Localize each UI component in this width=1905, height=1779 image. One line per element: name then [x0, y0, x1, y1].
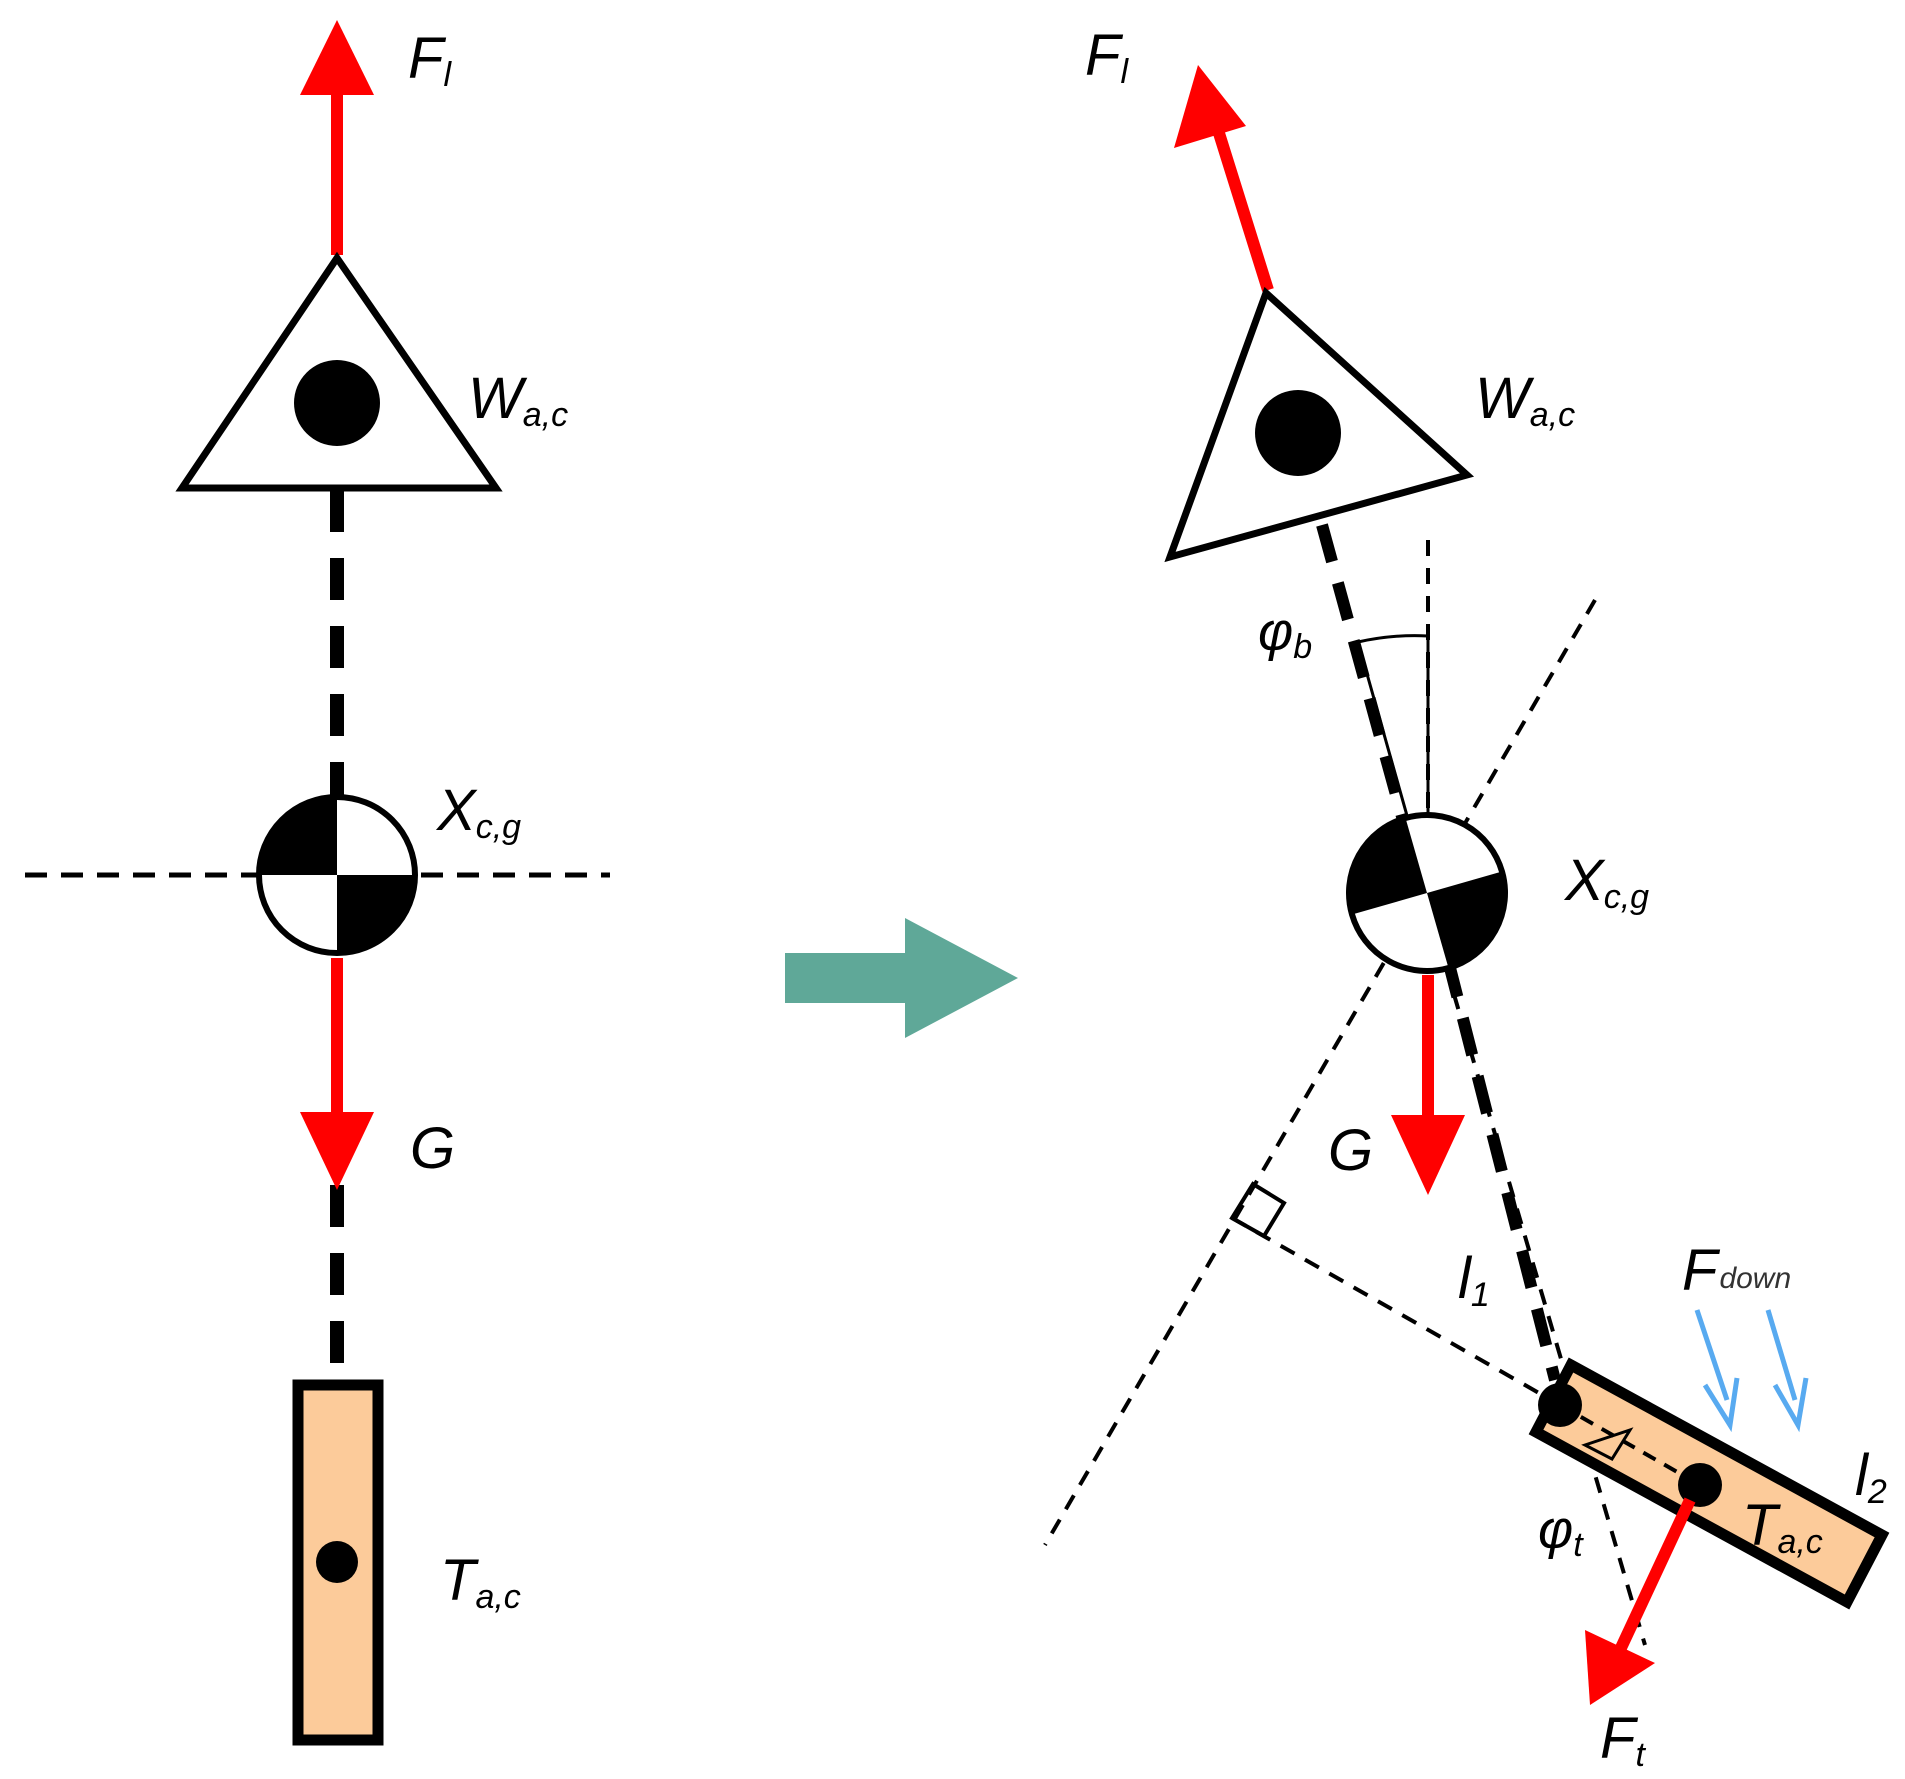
left-gravity-label: G: [410, 1116, 455, 1181]
right-tail-ac-dot: [1678, 1463, 1722, 1507]
right-tail-chord-line: [1559, 1403, 1701, 1487]
phi-b-label: φb: [1258, 602, 1312, 666]
left-gravity-arrowhead: [300, 1112, 374, 1190]
left-cg-icon: [256, 794, 418, 956]
transition-arrow-icon: [785, 918, 1018, 1038]
left-panel: Fl Wa,c Xc,g G Ta,c: [25, 20, 610, 1746]
left-wing-dot: [294, 360, 380, 446]
phi-t-label: φt: [1538, 1500, 1584, 1564]
right-tail-label: Ta,c: [1742, 1493, 1823, 1561]
left-lift-label: Fl: [408, 26, 452, 94]
left-tail-dot: [316, 1541, 358, 1583]
right-gravity-arrowhead: [1391, 1115, 1465, 1195]
right-panel: Fl Wa,c φb Xc,g G l1 Fdown l2 φt Ta,c Ft: [1043, 23, 1890, 1774]
right-wing-dot: [1255, 390, 1341, 476]
fdown-arrowhead-2: [1772, 1377, 1809, 1433]
thrust-arrowhead: [1585, 1630, 1655, 1705]
l2-label: l2: [1855, 1443, 1887, 1511]
fdown-arrow-2: [1765, 1309, 1798, 1401]
left-cg-label: Xc,g: [435, 778, 521, 846]
right-moment-arm-line: [1231, 1216, 1561, 1407]
left-lift-arrowhead: [300, 20, 374, 95]
right-thrust-line: [1436, 939, 1647, 1646]
right-angle-marker: [1229, 1181, 1287, 1239]
l1-label: l1: [1458, 1246, 1490, 1314]
right-lift-arrowhead: [1174, 65, 1246, 148]
phi-b-angle-arc: [1356, 634, 1430, 891]
right-lift-label: Fl: [1085, 23, 1129, 91]
right-wing-label: Wa,c: [1475, 366, 1575, 434]
right-gravity-label: G: [1328, 1118, 1373, 1183]
right-lift-arrow: [1212, 128, 1274, 292]
thrust-arrow: [1614, 1497, 1696, 1653]
fdown-label: Fdown: [1682, 1238, 1791, 1303]
thrust-label: Ft: [1600, 1706, 1646, 1774]
right-cg-label: Xc,g: [1563, 848, 1649, 916]
left-wing-label: Wa,c: [468, 366, 568, 434]
fdown-arrow-1: [1694, 1309, 1730, 1401]
right-cg-icon: [1346, 812, 1508, 974]
phi-t-angle-marker: [1581, 1427, 1634, 1461]
fdown-arrowhead-1: [1702, 1377, 1740, 1433]
left-tail-label: Ta,c: [440, 1548, 521, 1616]
right-perpendicular-reference: [1043, 598, 1597, 1547]
right-body-axis-lower: [1442, 958, 1561, 1382]
left-tail-rect: [292, 1379, 384, 1746]
